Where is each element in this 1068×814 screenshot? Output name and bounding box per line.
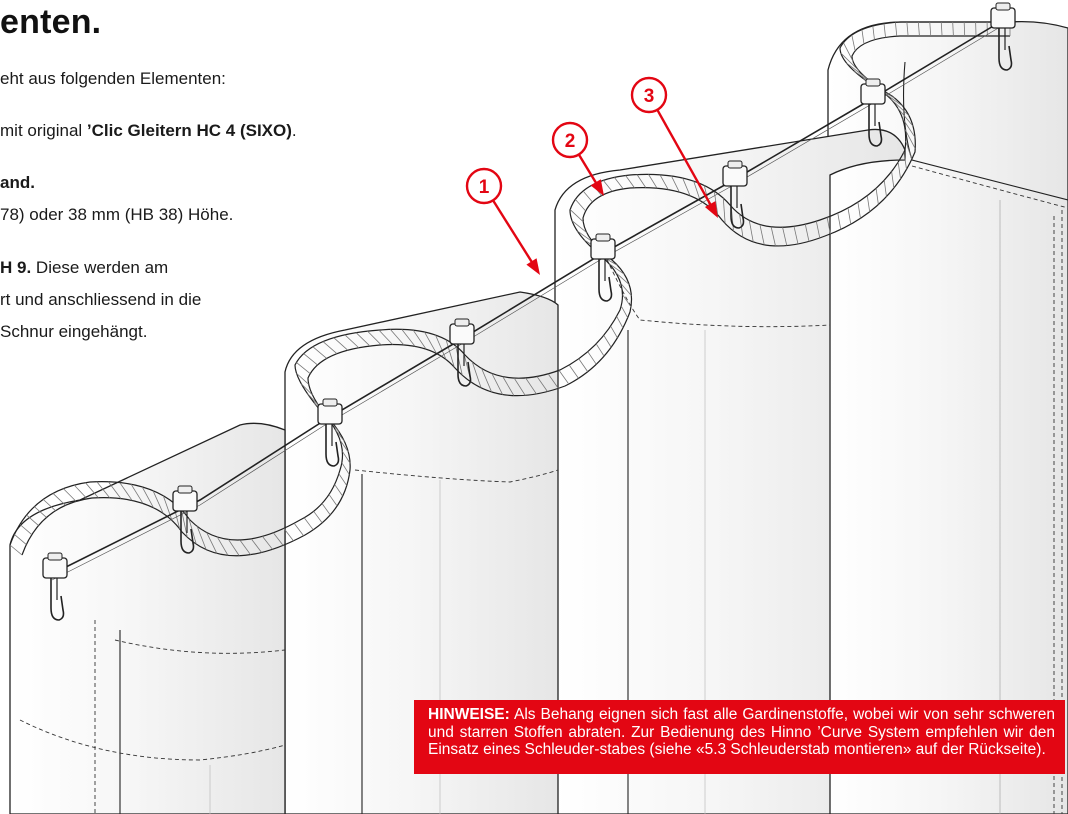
heading-tape xyxy=(9,21,1010,557)
curtain-panel-2 xyxy=(284,291,559,814)
callout-3: 3 xyxy=(630,76,718,218)
item-3-bold: H 9. xyxy=(0,258,32,277)
glider-icon xyxy=(722,160,748,229)
item-2-line2: 78) oder 38 mm (HB 38) Höhe. xyxy=(0,205,234,224)
glider-icon xyxy=(590,233,616,302)
glider-set xyxy=(42,2,1016,621)
callout-number: 1 xyxy=(479,177,490,198)
glider-icon xyxy=(860,78,886,147)
callout-set: 1 2 3 xyxy=(465,76,718,275)
callout-arrow-icon xyxy=(492,199,535,266)
callout-number: 3 xyxy=(644,86,655,107)
curtain-panel-1 xyxy=(9,422,286,814)
item-1-prefix: mit original xyxy=(0,121,87,140)
item-2-bold: and. xyxy=(0,173,35,192)
item-2: and. xyxy=(0,172,35,194)
curtain-panel-3 xyxy=(554,128,906,814)
callout-arrow-icon xyxy=(577,153,599,187)
item-3-line2: rt und anschliessend in die xyxy=(0,290,202,309)
item-3-line3: Schnur eingehängt. xyxy=(0,322,148,341)
callout-number: 2 xyxy=(565,131,576,152)
intro-text: eht aus folgenden Elementen: xyxy=(0,69,226,88)
glider-icon xyxy=(990,2,1016,71)
item-1-bold: ’Clic Gleitern HC 4 (SIXO) xyxy=(86,121,292,140)
section-heading: enten. xyxy=(0,3,102,41)
item-3: H 9. Diese werden am xyxy=(0,257,168,279)
heading-tape-pleats xyxy=(9,21,1011,556)
callout-arrow-icon xyxy=(656,109,714,209)
hint-box: HINWEISE: Als Behang eignen sich fast al… xyxy=(414,700,1065,774)
item-1: mit original ’Clic Gleitern HC 4 (SIXO). xyxy=(0,120,297,142)
hint-text: Als Behang eignen sich fast alle Gardine… xyxy=(428,706,1055,758)
callout-1: 1 xyxy=(465,167,540,275)
hint-label: HINWEISE: xyxy=(428,706,510,723)
glider-icon xyxy=(449,318,475,387)
callout-badge xyxy=(551,121,589,159)
callout-badge xyxy=(630,76,668,114)
glider-icon xyxy=(317,398,343,467)
item-1-suffix: . xyxy=(291,121,297,140)
callout-badge xyxy=(465,167,503,205)
glider-icon xyxy=(172,485,198,554)
curtain-cord xyxy=(49,21,1001,576)
glider-icon xyxy=(42,552,68,621)
item-3-text: Diese werden am xyxy=(31,258,169,277)
callout-2: 2 xyxy=(551,121,604,196)
